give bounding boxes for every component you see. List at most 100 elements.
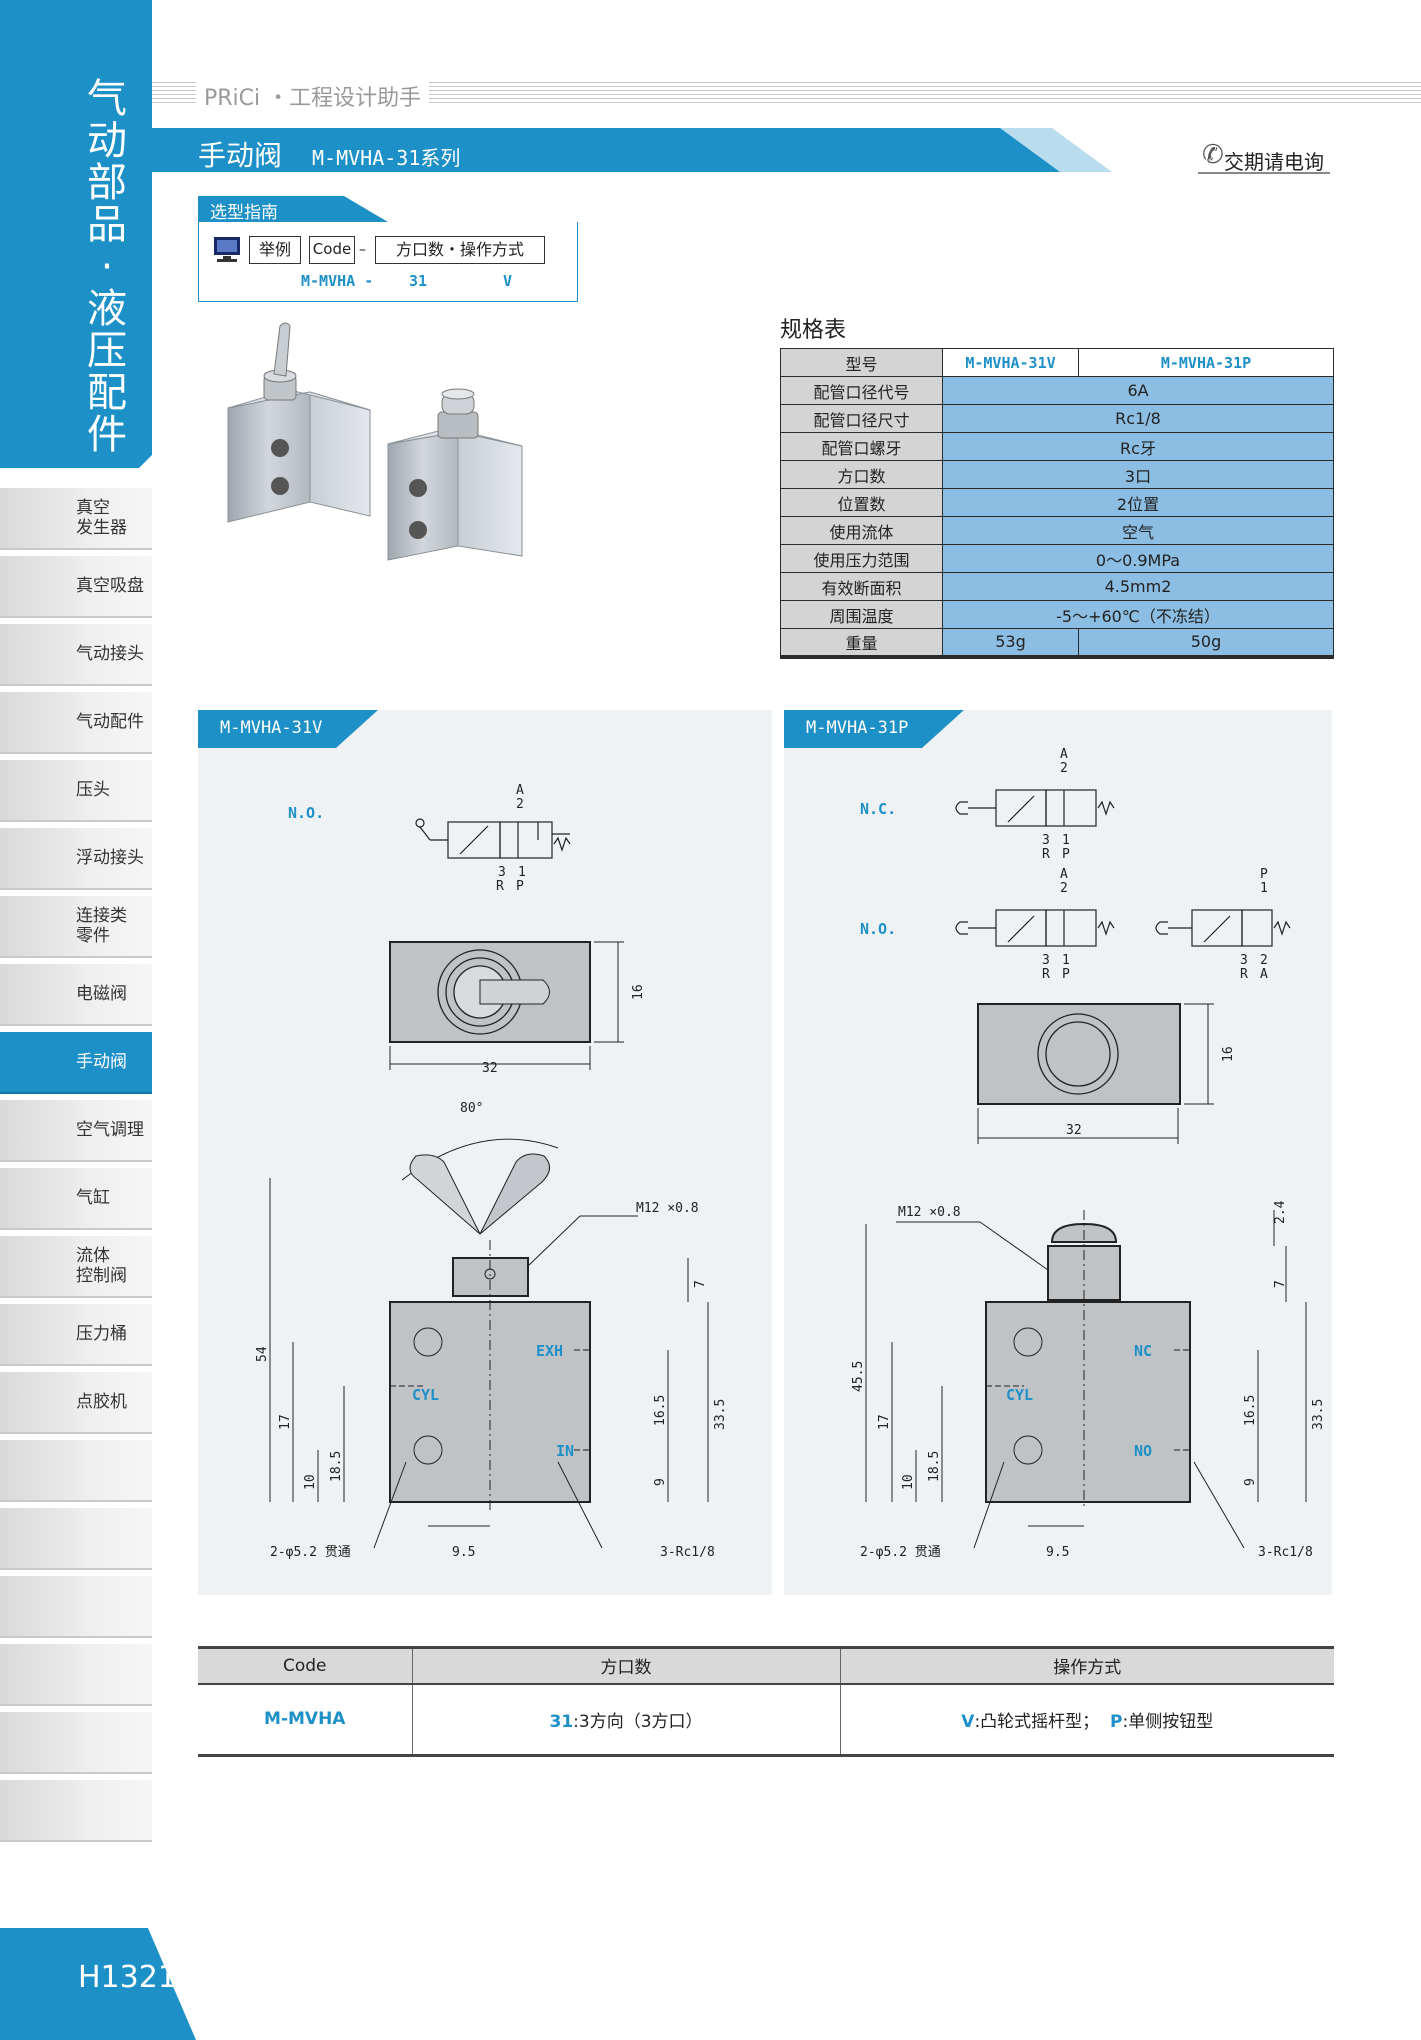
dim-9-5: 9.5 [452,1545,475,1560]
sidebar-item-pressure-tank[interactable]: 压力桶 [0,1304,152,1366]
port-cyl-label: CYL [412,1386,439,1404]
front-view [269,1138,709,1549]
port-nc-label: NC [1134,1342,1152,1360]
sidebar-item-fluid-control-valve[interactable]: 流体 控制阀 [0,1236,152,1298]
spec-label: 使用压力范围 [780,544,943,573]
no-port-r: R [1042,967,1050,982]
no-port-3: 3 [1042,953,1050,968]
sidebar-item-label: 电磁阀 [76,984,127,1004]
button-valve-photo [387,388,523,561]
spec-weight-31v: 53g [942,628,1079,659]
sidebar-item-label: 空气调理 [76,1120,144,1140]
dim-2-4: 2.4 [1273,1200,1288,1224]
alt-port-2: 2 [1260,953,1268,968]
op-p-key: P [1110,1711,1123,1732]
spec-value: -5～+60℃（不冻结） [942,600,1334,629]
sidebar-item-label: 压力桶 [76,1324,127,1344]
dim-9: 9 [653,1478,668,1486]
holes-note: 2-φ5.2 贯通 [270,1545,351,1560]
code-header: Code [198,1646,412,1685]
sidebar-item-empty [0,1508,152,1570]
nc-port-p: P [1062,847,1070,862]
dim-33-5: 33.5 [1311,1399,1326,1430]
drawing-panel-31v: N.O. A 2 3 1 R P [198,710,772,1595]
spec-label: 有效断面积 [780,572,943,601]
code-label: Code [309,236,355,264]
sidebar-item-vacuum-cup[interactable]: 真空吸盘 [0,556,152,618]
sidebar-item-cylinder[interactable]: 气缸 [0,1168,152,1230]
sidebar-item-label: 手动阀 [76,1052,127,1072]
port-r-label: R [496,879,504,894]
example-label: 举例 [249,236,301,264]
width-dim: 32 [1066,1123,1082,1138]
drawing-31p: N.C. A 2 3 1 R P N.O. A 2 3 1 R [851,747,1326,1560]
spec-model-31v: M-MVHA-31V [942,348,1079,377]
drawing-panel-31p: N.C. A 2 3 1 R P N.O. A 2 3 1 R [784,710,1332,1595]
sidebar-item-empty [0,1576,152,1638]
code-table-header: Code 方口数 操作方式 [198,1646,1334,1685]
guide-tab: 选型指南 [198,196,388,222]
ports-cell: 31:3方向（3方口） [411,1683,840,1757]
operation-cell: V:凸轮式摇杆型； P:单侧按钮型 [839,1683,1334,1757]
op-v-desc: :凸轮式摇杆型； [974,1711,1100,1732]
no-port-p: P [1062,967,1070,982]
page-number-tab: H1321 [0,1928,196,2040]
port-2-label: 2 [516,797,524,812]
dim-33-5: 33.5 [713,1399,728,1430]
nc-port-r: R [1042,847,1050,862]
sidebar-item-label: 气动配件 [76,712,144,732]
sidebar-item-vacuum-generator[interactable]: 真空 发生器 [0,488,152,550]
ports-header: 方口数 [411,1646,840,1685]
spec-value: 6A [942,376,1334,405]
state-no-label: N.O. [860,920,896,938]
thread-label: M12 ×0.8 [636,1201,699,1216]
sidebar-item-air-preparation[interactable]: 空气调理 [0,1100,152,1162]
no-port-1: 1 [1062,953,1070,968]
depth-dim: 16 [1221,1046,1236,1062]
sidebar-item-label: 流体 控制阀 [76,1246,127,1286]
spec-value: Rc牙 [942,432,1334,461]
sidebar-item-dispenser[interactable]: 点胶机 [0,1372,152,1434]
operation-header: 操作方式 [839,1646,1334,1685]
port-3-label: 3 [498,865,506,880]
port-p-label: P [516,879,524,894]
sidebar-item-manual-valve[interactable]: 手动阀 [0,1032,152,1094]
banner-notch [138,455,152,469]
sidebar-item-pneumatic-fittings[interactable]: 气动接头 [0,624,152,686]
code-value: M-MVHA [198,1683,412,1757]
toggle-valve-photo [227,322,371,523]
ports-note: 3-Rc1/8 [1258,1545,1313,1560]
port-1-label: 1 [518,865,526,880]
spec-value: 0～0.9MPa [942,544,1334,573]
sidebar-item-label: 连接类 零件 [76,906,127,946]
dim-7: 7 [1273,1280,1288,1288]
sidebar-item-pneumatic-accessories[interactable]: 气动配件 [0,692,152,754]
brand-title: PRiCi ・工程设计助手 [196,80,430,112]
sidebar-item-connection-parts[interactable]: 连接类 零件 [0,896,152,958]
drawing-31v: N.O. A 2 3 1 R P [255,783,728,1560]
port-no-label: NO [1134,1442,1152,1460]
spec-header-row: 型号 M-MVHA-31V M-MVHA-31P [780,348,1334,377]
spec-label: 配管口径代号 [780,376,943,405]
op-p-desc: :单侧按钮型 [1122,1711,1214,1732]
dim-18-5: 18.5 [329,1451,344,1482]
sidebar-item-press-head[interactable]: 压头 [0,760,152,822]
dim-18-5: 18.5 [927,1451,942,1482]
width-dim: 32 [482,1061,498,1076]
sidebar-item-floating-joint[interactable]: 浮动接头 [0,828,152,890]
spec-label: 重量 [780,628,943,659]
angle-dim: 80° [460,1101,483,1116]
spec-value: 4.5mm2 [942,572,1334,601]
sidebar-item-solenoid-valve[interactable]: 电磁阀 [0,964,152,1026]
port-a-label: A [516,783,524,798]
sidebar-item-label: 点胶机 [76,1392,127,1412]
dim-9-5: 9.5 [1046,1545,1069,1560]
spec-model-31p: M-MVHA-31P [1078,348,1334,377]
computer-icon [214,237,240,262]
